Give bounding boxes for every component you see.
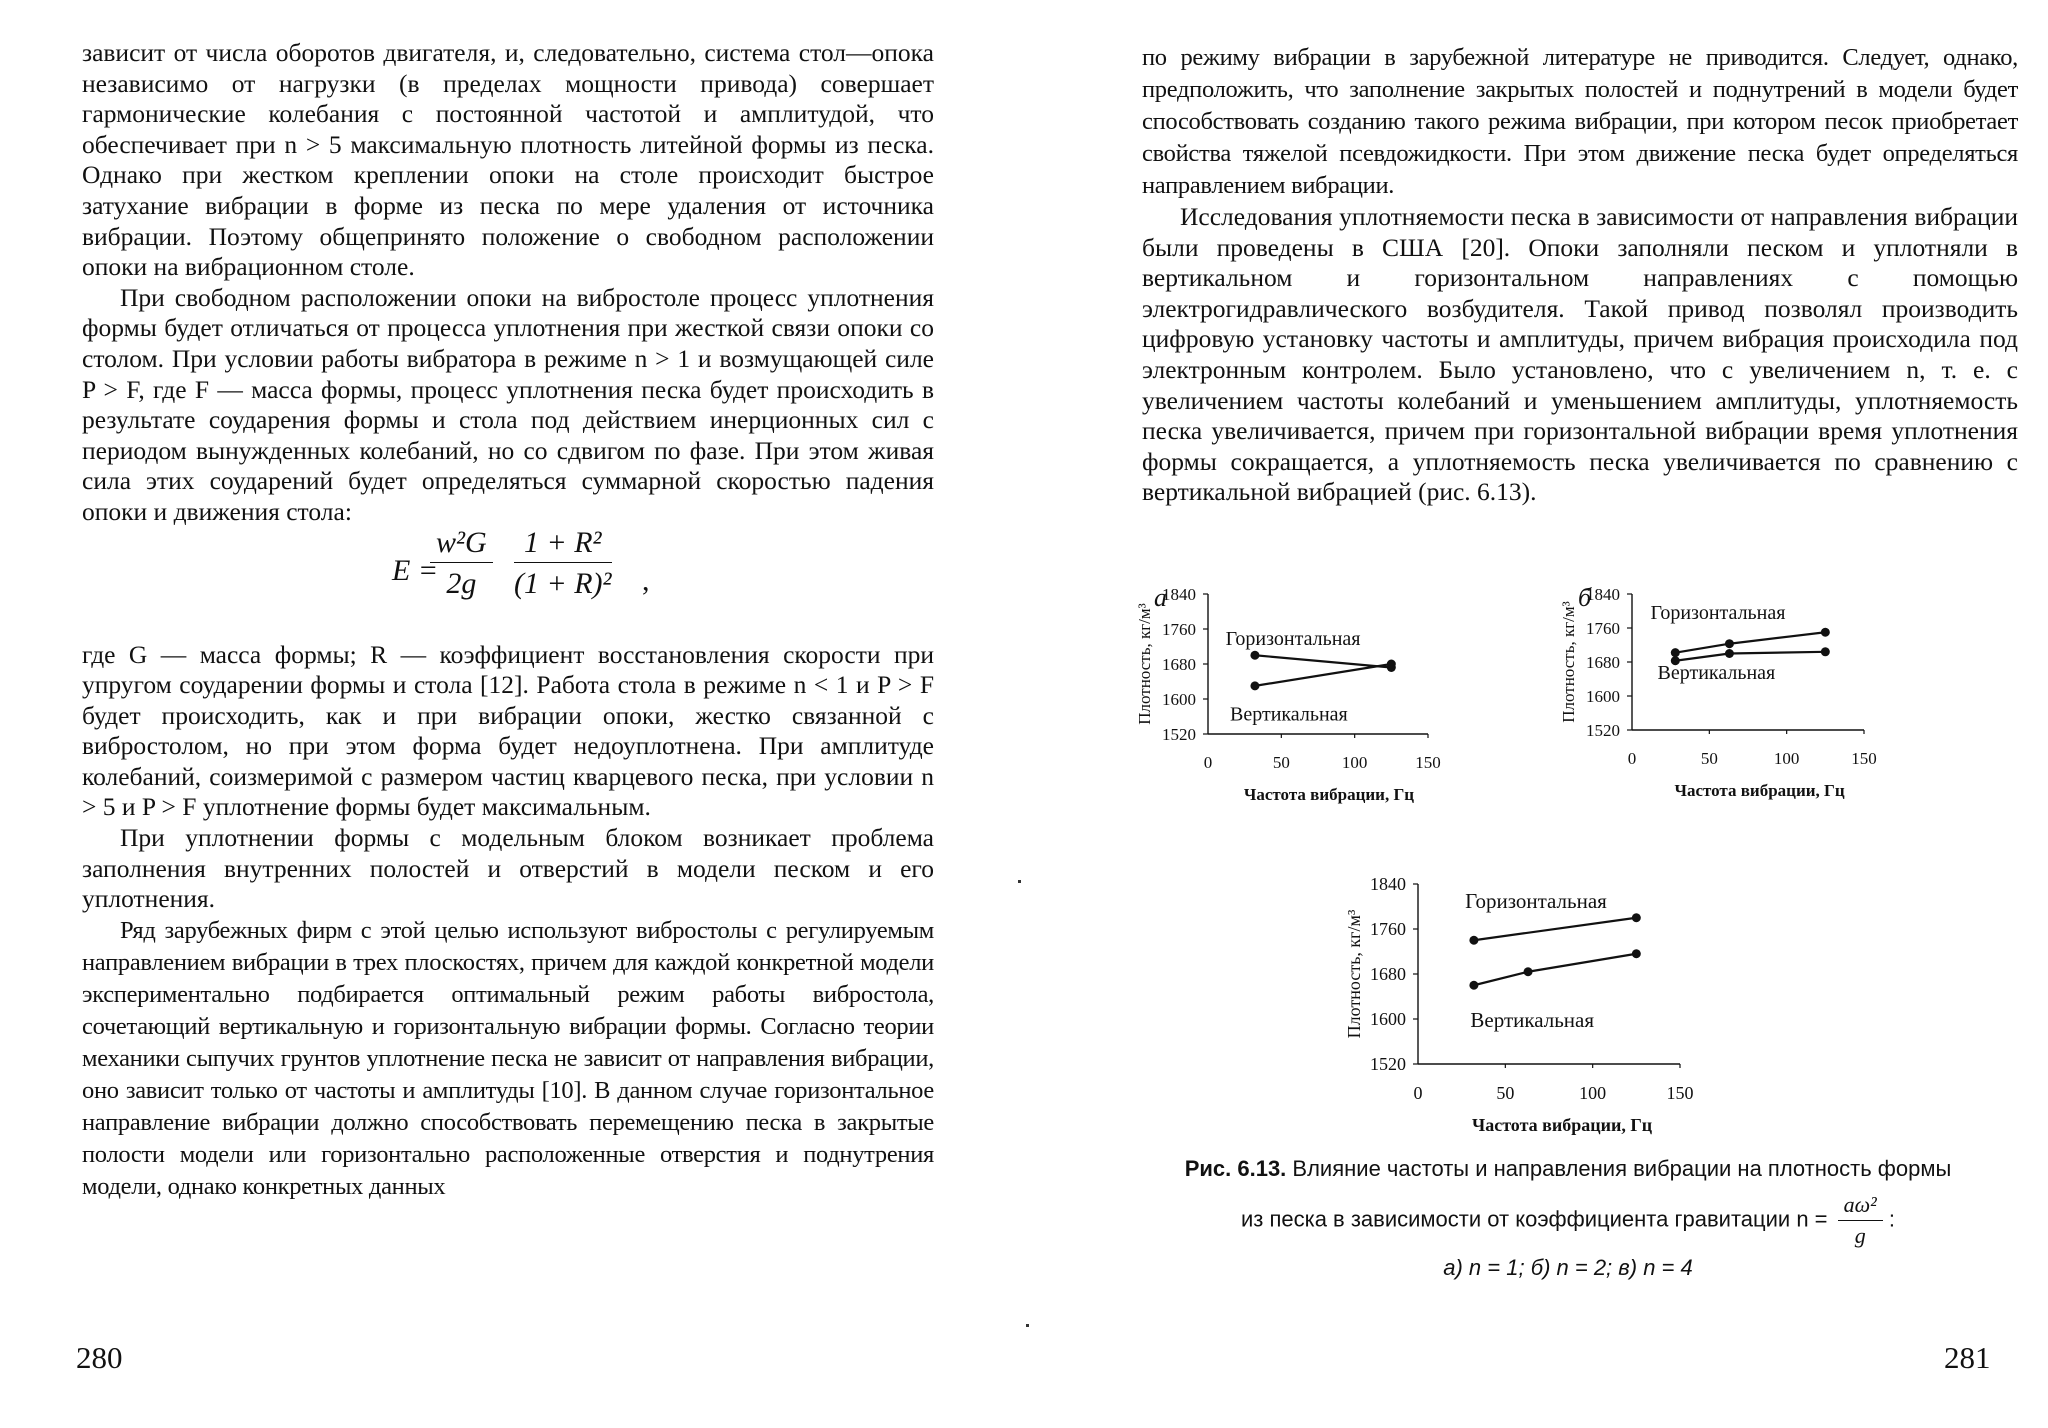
- formula-numerator: 1 + R²: [514, 527, 612, 564]
- data-point: [1631, 949, 1641, 959]
- series-label: Горизонтальная: [1226, 628, 1361, 650]
- series-label: Горизонтальная: [1651, 602, 1786, 624]
- series-label: Горизонтальная: [1465, 889, 1607, 913]
- series-line: [1675, 631, 1826, 654]
- x-tick-label: 150: [1851, 749, 1877, 768]
- figure-caption: Рис. 6.13. Влияние частоты и направления…: [1128, 1156, 2008, 1281]
- series-line: [1675, 650, 1826, 662]
- x-tick-label: 150: [1415, 753, 1441, 772]
- y-axis-label: Плотность, кг/м³: [1344, 909, 1364, 1038]
- formula-numerator: w²G: [430, 527, 493, 564]
- y-tick-label: 1840: [1370, 874, 1406, 894]
- y-tick-label: 1840: [1586, 585, 1620, 604]
- y-tick-label: 1760: [1162, 620, 1196, 639]
- scan-mark: [1018, 880, 1021, 883]
- x-tick-label: 100: [1342, 753, 1368, 772]
- x-tick-label: 50: [1496, 1083, 1514, 1103]
- page-number: 280: [76, 1340, 123, 1375]
- series-label: Вертикальная: [1658, 662, 1776, 684]
- right-text-column: по режиму вибрации в зарубежной литерату…: [1142, 42, 2018, 508]
- formula-comma: ,: [642, 563, 650, 597]
- formula-denominator: 2g: [446, 567, 477, 601]
- x-tick-label: 0: [1204, 753, 1213, 772]
- x-axis-label: Частота вибрации, Гц: [1675, 781, 1845, 800]
- data-point: [1250, 681, 1260, 691]
- paragraph: При уплотнении формы с модельным блоком …: [82, 823, 934, 914]
- caption-line-3: а) n = 1; б) n = 2; в) n = 4: [1443, 1255, 1693, 1280]
- y-tick-label: 1760: [1370, 919, 1406, 939]
- data-point: [1469, 935, 1479, 945]
- data-point: [1724, 639, 1734, 649]
- formula-numerator: aω²: [1837, 1192, 1883, 1221]
- gravity-coefficient-formula: aω² g: [1837, 1192, 1883, 1249]
- left-text-column: зависит от числа оборотов двигателя, и, …: [82, 38, 934, 1203]
- x-tick-label: 100: [1774, 749, 1800, 768]
- caption-text: Влияние частоты и направления вибрации н…: [1292, 1156, 1952, 1181]
- panel-label: а: [1154, 583, 1167, 612]
- data-point: [1523, 967, 1533, 977]
- data-point: [1250, 650, 1260, 660]
- data-point: [1820, 647, 1830, 657]
- data-point: [1670, 648, 1680, 658]
- y-tick-label: 1600: [1370, 1009, 1406, 1029]
- x-tick-label: 150: [1667, 1083, 1694, 1103]
- panel-label: б: [1578, 583, 1592, 612]
- paragraph: по режиму вибрации в зарубежной литерату…: [1142, 44, 2018, 199]
- data-point: [1386, 659, 1396, 669]
- formula-fraction-2: 1 + R² (1 + R)²: [514, 527, 612, 601]
- data-point: [1724, 649, 1734, 658]
- energy-formula: E = w²G 2g 1 + R² (1 + R)² ,: [82, 527, 934, 640]
- x-tick-label: 100: [1579, 1083, 1606, 1103]
- series-line: [1254, 662, 1392, 687]
- data-point: [1469, 980, 1479, 990]
- y-axis-label: Плотность, кг/м³: [1135, 603, 1154, 725]
- series-line: [1473, 952, 1637, 987]
- x-axis-label: Частота вибрации, Гц: [1472, 1115, 1653, 1135]
- data-point: [1670, 656, 1680, 666]
- y-tick-label: 1520: [1370, 1054, 1406, 1074]
- y-tick-label: 1680: [1586, 653, 1620, 672]
- formula-denominator: (1 + R)²: [514, 567, 612, 601]
- paragraph: где G — масса формы; R — коэффициент вос…: [82, 639, 934, 822]
- caption-colon: :: [1888, 1206, 1896, 1232]
- caption-line-1: Рис. 6.13. Влияние частоты и направления…: [1128, 1156, 2008, 1182]
- x-tick-label: 50: [1701, 749, 1718, 768]
- x-axis-label: Частота вибрации, Гц: [1244, 785, 1414, 804]
- paragraph: зависит от числа оборотов двигателя, и, …: [82, 38, 934, 282]
- left-page: зависит от числа оборотов двигателя, и, …: [76, 38, 934, 1375]
- series-line: [1254, 654, 1392, 669]
- formula-fraction-1: w²G 2g: [430, 527, 493, 601]
- y-tick-label: 1520: [1586, 721, 1620, 740]
- y-tick-label: 1840: [1162, 585, 1196, 604]
- formula-denominator: g: [1854, 1223, 1866, 1248]
- series-label: Вертикальная: [1230, 703, 1348, 725]
- formula-lhs: E =: [392, 553, 439, 587]
- series-label: Вертикальная: [1470, 1008, 1594, 1032]
- paragraph: Исследования уплотняемости песка в завис…: [1142, 202, 2018, 507]
- figure-label: Рис. 6.13.: [1184, 1156, 1287, 1181]
- y-tick-label: 1520: [1162, 725, 1196, 744]
- paragraph: При свободном расположении опоки на вибр…: [82, 282, 934, 526]
- x-tick-label: 50: [1273, 753, 1290, 772]
- y-tick-label: 1760: [1586, 619, 1620, 638]
- y-axis-label: Плотность, кг/м³: [1559, 601, 1578, 723]
- series-line: [1473, 916, 1637, 942]
- right-page: по режиму вибрации в зарубежной литерату…: [1024, 0, 2048, 1428]
- paragraph: Ряд зарубежных фирм с этой целью использ…: [82, 916, 934, 1200]
- data-point: [1820, 627, 1830, 637]
- y-tick-label: 1680: [1162, 655, 1196, 674]
- scan-mark: [1026, 1324, 1029, 1327]
- y-tick-label: 1680: [1370, 964, 1406, 984]
- y-tick-label: 1600: [1586, 687, 1620, 706]
- caption-text: из песка в зависимости от коэффициента г…: [1240, 1206, 1828, 1232]
- y-tick-label: 1600: [1162, 690, 1196, 709]
- caption-line-2: из песка в зависимости от коэффициента г…: [1128, 1192, 2008, 1249]
- x-tick-label: 0: [1628, 749, 1637, 768]
- data-point: [1631, 913, 1641, 923]
- x-tick-label: 0: [1414, 1083, 1423, 1103]
- page-number: 281: [1944, 1340, 1991, 1375]
